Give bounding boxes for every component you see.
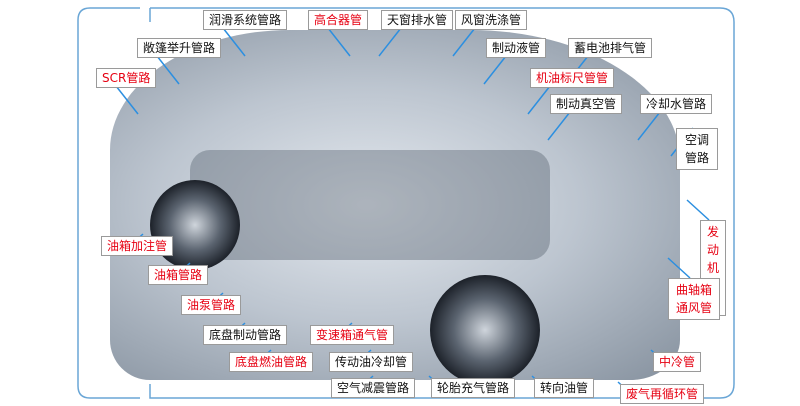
callout-label-10: 冷却水管路	[640, 94, 713, 114]
callout-label-16: 曲轴箱通风管	[668, 278, 720, 320]
callout-label-6: 蓄电池排气管	[568, 38, 653, 58]
callout-label-22: 空气减震管路	[331, 378, 416, 398]
callout-label-17: 底盘制动管路	[203, 325, 288, 345]
callout-label-14: 油箱管路	[148, 265, 209, 285]
leader-line-9	[547, 111, 571, 141]
callout-label-5: 制动液管	[486, 38, 547, 58]
callout-label-7: SCR管路	[96, 68, 157, 88]
leader-line-16	[667, 257, 691, 279]
callout-label-9: 制动真空管	[550, 94, 623, 114]
leader-line-8	[527, 85, 551, 115]
leader-line-7	[115, 85, 139, 115]
callout-label-23: 轮胎充气管路	[431, 378, 516, 398]
callout-label-0: 润滑系统管路	[203, 10, 288, 30]
callout-label-8: 机油标尺管管	[530, 68, 615, 88]
callout-label-19: 底盘燃油管路	[229, 352, 314, 372]
callout-label-1: 高合器管	[308, 10, 369, 30]
callout-label-25: 废气再循环管	[620, 384, 705, 404]
callout-label-4: 敞篷举升管路	[137, 38, 222, 58]
callout-label-21: 中冷管	[653, 352, 702, 372]
leader-line-3	[452, 27, 476, 57]
leader-line-5	[483, 55, 507, 85]
leader-line-1	[327, 27, 351, 57]
callout-label-11: 空调管路	[676, 128, 718, 170]
leader-line-4	[156, 55, 180, 85]
car-engine-bay	[190, 150, 550, 260]
callout-label-18: 变速箱通气管	[310, 325, 395, 345]
callout-label-24: 转向油管	[534, 378, 595, 398]
callout-label-12: 油箱加注管	[101, 236, 174, 256]
callout-label-3: 风窗洗涤管	[455, 10, 528, 30]
callout-label-20: 传动油冷却管	[329, 352, 414, 372]
leader-line-10	[637, 111, 661, 141]
callout-label-2: 天窗排水管	[381, 10, 454, 30]
front-wheel	[430, 275, 540, 385]
leader-line-13	[686, 199, 710, 221]
frame-outline	[77, 7, 735, 399]
callout-label-15: 油泵管路	[181, 295, 242, 315]
leader-line-0	[222, 27, 246, 57]
leader-line-2	[378, 27, 402, 57]
